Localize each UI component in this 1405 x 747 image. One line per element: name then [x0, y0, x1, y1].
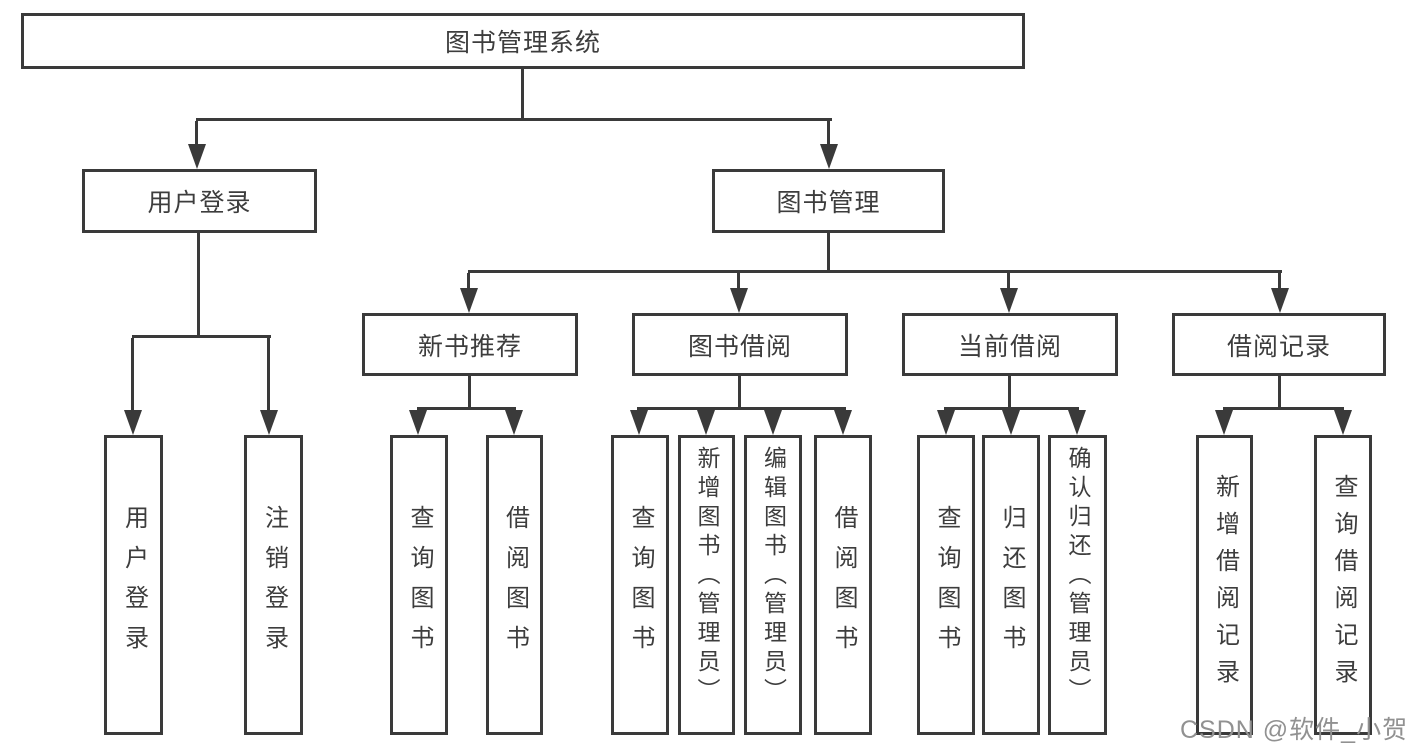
- node-new-book-recommend: 新书推荐: [362, 313, 578, 376]
- connector-vline: [1278, 376, 1281, 410]
- arrow-down-icon: [697, 410, 715, 435]
- leaf-label: 查询借阅记录: [1330, 474, 1357, 696]
- arrow-down-icon: [937, 410, 955, 435]
- arrow-down-icon: [124, 338, 142, 435]
- arrow-down-icon: [1000, 273, 1018, 313]
- leaf-query-books: 查询图书: [611, 435, 669, 735]
- leaf-label: 查询图书: [627, 505, 654, 665]
- leaf-label: 借阅图书: [830, 505, 857, 665]
- watermark-text: CSDN @软件_小贺同学: [1180, 716, 1405, 744]
- arrow-down-icon: [409, 410, 427, 435]
- connector-vline: [468, 376, 471, 410]
- node-library-management-system: 图书管理系统: [21, 13, 1025, 69]
- connector-splitter-new-book: [417, 407, 516, 410]
- arrow-down-icon: [505, 410, 523, 435]
- node-borrowing-records: 借阅记录: [1172, 313, 1386, 376]
- leaf-logout: 注销登录: [244, 435, 303, 735]
- leaf-edit-book-admin: 编辑图书（管理员）: [744, 435, 802, 735]
- leaf-label: 编辑图书（管理员）: [760, 446, 787, 707]
- connector-splitter-borrowing-records: [1223, 407, 1344, 410]
- arrow-down-icon: [820, 121, 838, 169]
- arrow-down-icon: [834, 410, 852, 435]
- leaf-label: 查询图书: [933, 505, 960, 665]
- connector-splitter-book-borrowing: [637, 407, 846, 410]
- leaf-label: 新增图书（管理员）: [694, 446, 720, 707]
- leaf-query-borrow-record: 查询借阅记录: [1314, 435, 1372, 735]
- leaf-label: 新增借阅记录: [1211, 474, 1239, 696]
- arrow-down-icon: [1068, 410, 1086, 435]
- arrow-down-icon: [188, 121, 206, 169]
- leaf-label: 归还图书: [998, 505, 1025, 665]
- connector-vline: [197, 233, 200, 338]
- leaf-query-books: 查询图书: [390, 435, 448, 735]
- leaf-add-book-admin: 新增图书（管理员）: [678, 435, 735, 735]
- arrow-down-icon: [260, 338, 278, 435]
- arrow-down-icon: [730, 273, 748, 313]
- leaf-add-borrow-record: 新增借阅记录: [1196, 435, 1253, 735]
- node-book-borrowing: 图书借阅: [632, 313, 848, 376]
- connector-vline: [1008, 376, 1011, 410]
- arrow-down-icon: [764, 410, 782, 435]
- connector-splitter-current-borrowing: [944, 407, 1079, 410]
- leaf-label: 用户登录: [120, 505, 148, 665]
- leaf-return-books: 归还图书: [982, 435, 1040, 735]
- connector-splitter-level1: [196, 118, 832, 121]
- arrow-down-icon: [1334, 410, 1352, 435]
- leaf-label: 查询图书: [406, 505, 433, 665]
- leaf-borrow-books: 借阅图书: [814, 435, 872, 735]
- arrow-down-icon: [1215, 410, 1233, 435]
- node-user-login: 用户登录: [82, 169, 317, 233]
- leaf-label: 注销登录: [260, 505, 288, 665]
- leaf-user-login: 用户登录: [104, 435, 163, 735]
- connector-splitter-user-login: [132, 335, 271, 338]
- arrow-down-icon: [630, 410, 648, 435]
- leaf-borrow-books: 借阅图书: [486, 435, 543, 735]
- arrow-down-icon: [1271, 273, 1289, 313]
- leaf-confirm-return-admin: 确认归还（管理员）: [1048, 435, 1107, 735]
- connector-splitter-book-management: [468, 270, 1282, 273]
- connector-vline: [827, 233, 830, 273]
- leaf-label: 确认归还（管理员）: [1065, 446, 1091, 707]
- node-book-management: 图书管理: [712, 169, 945, 233]
- leaf-query-books: 查询图书: [917, 435, 975, 735]
- connector-trunk: [521, 68, 524, 121]
- connector-vline: [738, 376, 741, 410]
- arrow-down-icon: [460, 273, 478, 313]
- arrow-down-icon: [1002, 410, 1020, 435]
- node-current-borrowing: 当前借阅: [902, 313, 1118, 376]
- leaf-label: 借阅图书: [501, 505, 529, 665]
